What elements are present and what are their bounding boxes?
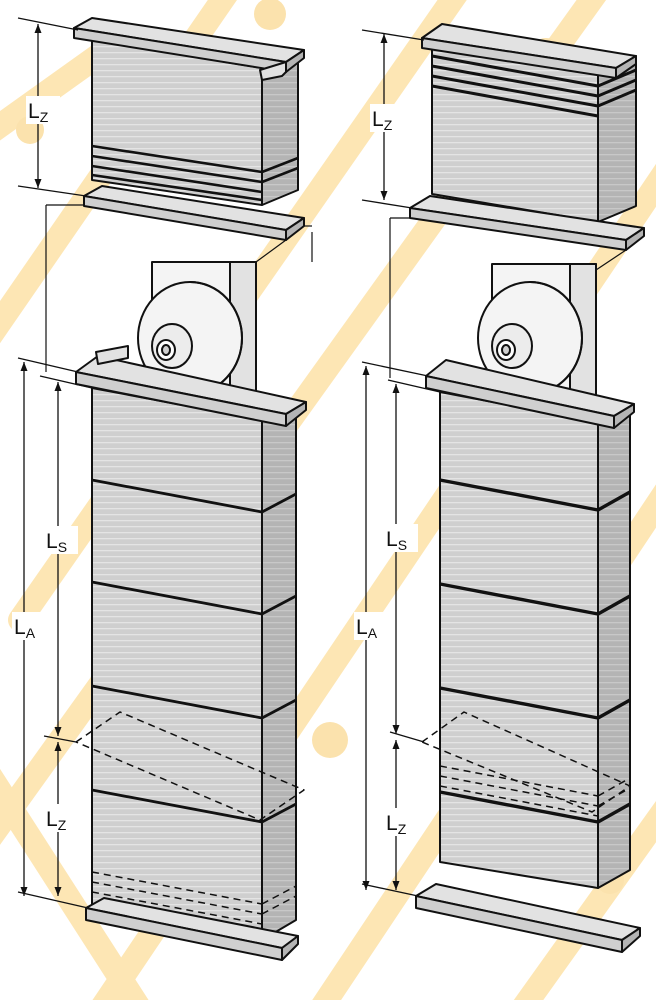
left-long-bellows [75, 345, 307, 961]
right-projection-lines [389, 217, 627, 378]
label-ls-left: LS [46, 530, 67, 555]
label-lz-left-bottom: LZ [46, 808, 67, 833]
dimension-labels: LZ LS LA LZ LZ LS LA LZ [14, 100, 407, 837]
right-motor [477, 263, 597, 405]
label-lz-left-top: LZ [28, 100, 49, 125]
label-ls-right: LS [386, 528, 407, 553]
label-la-left: LA [14, 616, 36, 641]
right-top-bellows [409, 23, 645, 251]
left-top-bellows [73, 17, 305, 241]
left-projection-lines [45, 204, 313, 372]
label-backgrounds [12, 96, 418, 836]
right-bellows-unit [389, 23, 645, 953]
label-lz-right-bottom: LZ [386, 812, 407, 837]
right-long-bellows [415, 359, 641, 953]
label-lz-right-top: LZ [372, 108, 393, 133]
left-bellows-unit [45, 17, 313, 961]
label-la-right: LA [356, 616, 378, 641]
